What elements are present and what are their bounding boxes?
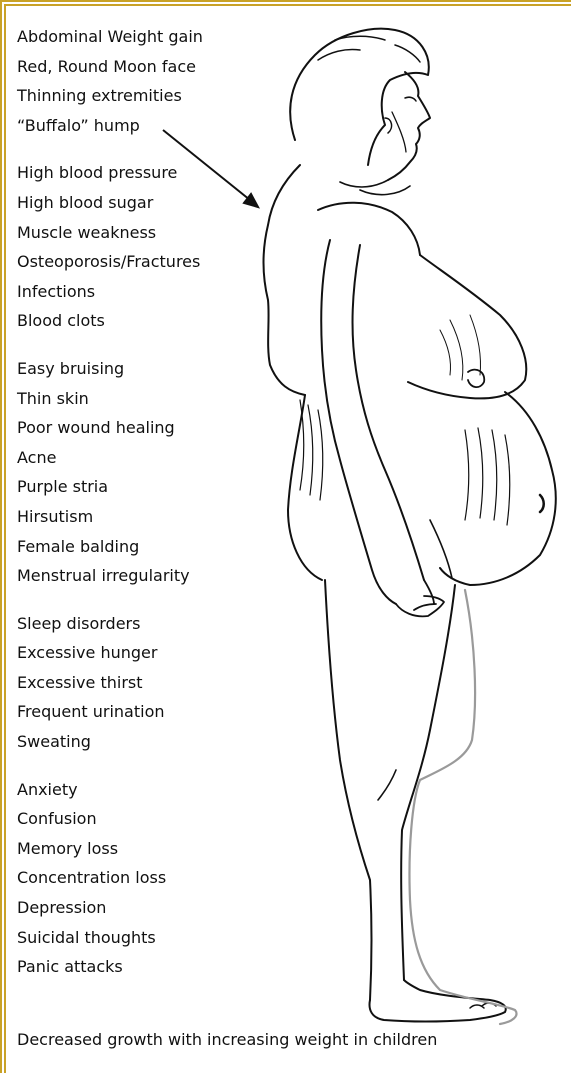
hip <box>288 395 322 580</box>
symptom-item: Excessive thirst <box>17 668 203 698</box>
far-leg <box>409 590 516 1024</box>
arm-front <box>321 240 396 604</box>
symptom-item: Acne <box>17 443 203 473</box>
symptom-item: Easy bruising <box>17 354 203 384</box>
front-leg <box>401 585 455 980</box>
shoulder <box>318 203 420 255</box>
symptom-list: Abdominal Weight gain Red, Round Moon fa… <box>17 22 203 1000</box>
hair-detail <box>318 36 420 62</box>
symptom-group-3: Easy bruising Thin skin Poor wound heali… <box>17 354 203 591</box>
stria-lines <box>300 400 323 500</box>
symptom-item: Purple stria <box>17 472 203 502</box>
symptom-group-5: Anxiety Confusion Memory loss Concentrat… <box>17 775 203 982</box>
back-outline <box>264 165 306 395</box>
symptom-item: Suicidal thoughts <box>17 923 203 953</box>
symptom-item: Thin skin <box>17 384 203 414</box>
symptom-item: High blood pressure <box>17 158 203 188</box>
double-chin <box>340 180 410 195</box>
symptom-item: Anxiety <box>17 775 203 805</box>
symptom-group-1: Abdominal Weight gain Red, Round Moon fa… <box>17 22 203 140</box>
symptom-item: Frequent urination <box>17 697 203 727</box>
symptom-item: Confusion <box>17 804 203 834</box>
arm-back <box>353 245 424 580</box>
symptom-item: Red, Round Moon face <box>17 52 203 82</box>
symptom-item: Hirsutism <box>17 502 203 532</box>
breast <box>408 255 526 398</box>
face-profile <box>388 72 430 180</box>
symptom-item: Osteoporosis/Fractures <box>17 247 203 277</box>
back-leg <box>325 580 372 1000</box>
symptom-group-2: High blood pressure High blood sugar Mus… <box>17 158 203 336</box>
ear <box>385 118 392 133</box>
hand <box>396 580 444 616</box>
symptom-item: Concentration loss <box>17 863 203 893</box>
symptom-item: Thinning extremities <box>17 81 203 111</box>
cheek <box>392 112 406 152</box>
symptom-item: Panic attacks <box>17 952 203 982</box>
eye <box>405 97 416 101</box>
symptom-item: High blood sugar <box>17 188 203 218</box>
symptom-item: Sweating <box>17 727 203 757</box>
symptom-item: Blood clots <box>17 306 203 336</box>
footer-note: Decreased growth with increasing weight … <box>17 1030 437 1049</box>
symptom-group-4: Sleep disorders Excessive hunger Excessi… <box>17 609 203 757</box>
symptom-item: Memory loss <box>17 834 203 864</box>
symptom-item: Depression <box>17 893 203 923</box>
symptom-item: Female balding <box>17 532 203 562</box>
symptom-item: Poor wound healing <box>17 413 203 443</box>
nipple <box>468 370 484 387</box>
belly <box>440 392 556 585</box>
navel <box>540 495 544 512</box>
knee <box>378 770 396 800</box>
belly-stria <box>465 428 510 525</box>
symptom-item: “Buffalo” hump <box>17 111 203 141</box>
symptom-item: Menstrual irregularity <box>17 561 203 591</box>
symptom-item: Excessive hunger <box>17 638 203 668</box>
symptom-item: Muscle weakness <box>17 218 203 248</box>
symptom-item: Abdominal Weight gain <box>17 22 203 52</box>
symptom-item: Infections <box>17 277 203 307</box>
symptom-item: Sleep disorders <box>17 609 203 639</box>
